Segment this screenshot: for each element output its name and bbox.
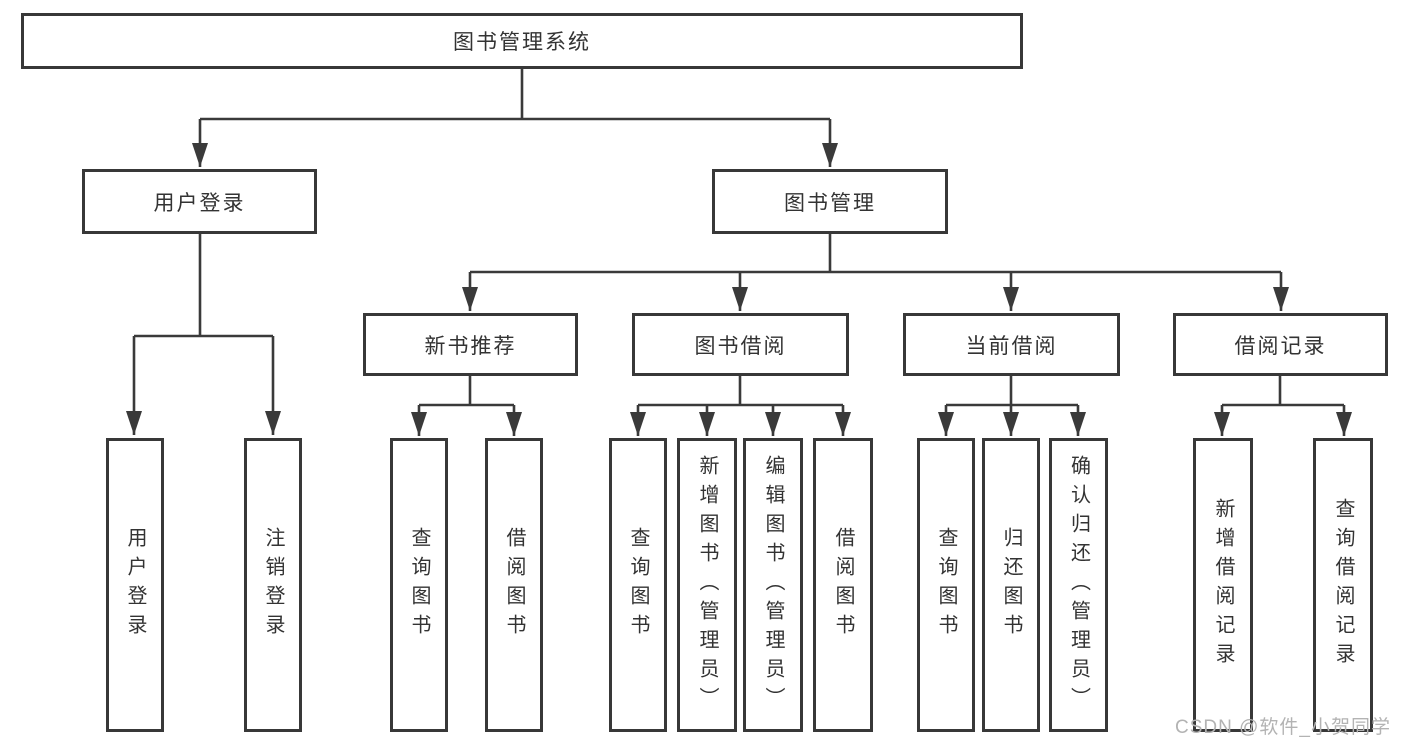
node-label: 查询图书	[935, 527, 957, 643]
leaf-add-books-admin: 新增图书（管理员）	[677, 438, 737, 732]
leaf-user-login: 用户登录	[106, 438, 164, 732]
node-label: 注销登录	[262, 527, 284, 643]
node-library-management-system: 图书管理系统	[21, 13, 1023, 69]
csdn-watermark: CSDN @软件_小贺同学	[1175, 717, 1391, 738]
node-label: 用户登录	[153, 191, 246, 215]
node-user-login: 用户登录	[82, 169, 317, 234]
leaf-query-borrow-record: 查询借阅记录	[1313, 438, 1373, 732]
node-label: 当前借阅	[965, 334, 1058, 358]
node-borrowing-records: 借阅记录	[1173, 313, 1388, 376]
node-label: 借阅图书	[503, 527, 525, 643]
node-label: 归还图书	[1000, 527, 1022, 643]
node-label: 借阅记录	[1234, 334, 1327, 358]
node-label: 查询图书	[627, 527, 649, 643]
leaf-query-books-current: 查询图书	[917, 438, 975, 732]
node-label: 图书管理	[784, 191, 876, 215]
leaf-return-books: 归还图书	[982, 438, 1040, 732]
node-label: 新书推荐	[424, 334, 517, 358]
leaf-borrow-books: 借阅图书	[813, 438, 873, 732]
leaf-borrow-books-rec: 借阅图书	[485, 438, 543, 732]
leaf-query-books-rec: 查询图书	[390, 438, 448, 732]
node-label: 借阅图书	[832, 527, 854, 643]
leaf-query-books-borrow: 查询图书	[609, 438, 667, 732]
node-label: 图书管理系统	[453, 31, 591, 54]
node-label: 新增图书（管理员）	[696, 454, 718, 716]
node-label: 查询图书	[408, 527, 430, 643]
node-current-borrowing: 当前借阅	[903, 313, 1120, 376]
node-label: 新增借阅记录	[1212, 498, 1234, 672]
node-book-management: 图书管理	[712, 169, 948, 234]
node-label: 图书借阅	[694, 334, 787, 358]
node-label: 查询借阅记录	[1332, 498, 1354, 672]
node-label: 确认归还（管理员）	[1067, 454, 1090, 716]
leaf-logout: 注销登录	[244, 438, 302, 732]
node-label: 用户登录	[124, 527, 146, 643]
leaf-confirm-return-admin: 确认归还（管理员）	[1049, 438, 1108, 732]
node-label: 编辑图书（管理员）	[762, 454, 784, 716]
leaf-add-borrow-record: 新增借阅记录	[1193, 438, 1253, 732]
leaf-edit-books-admin: 编辑图书（管理员）	[743, 438, 803, 732]
node-new-book-recommendation: 新书推荐	[363, 313, 578, 376]
node-book-borrowing: 图书借阅	[632, 313, 849, 376]
